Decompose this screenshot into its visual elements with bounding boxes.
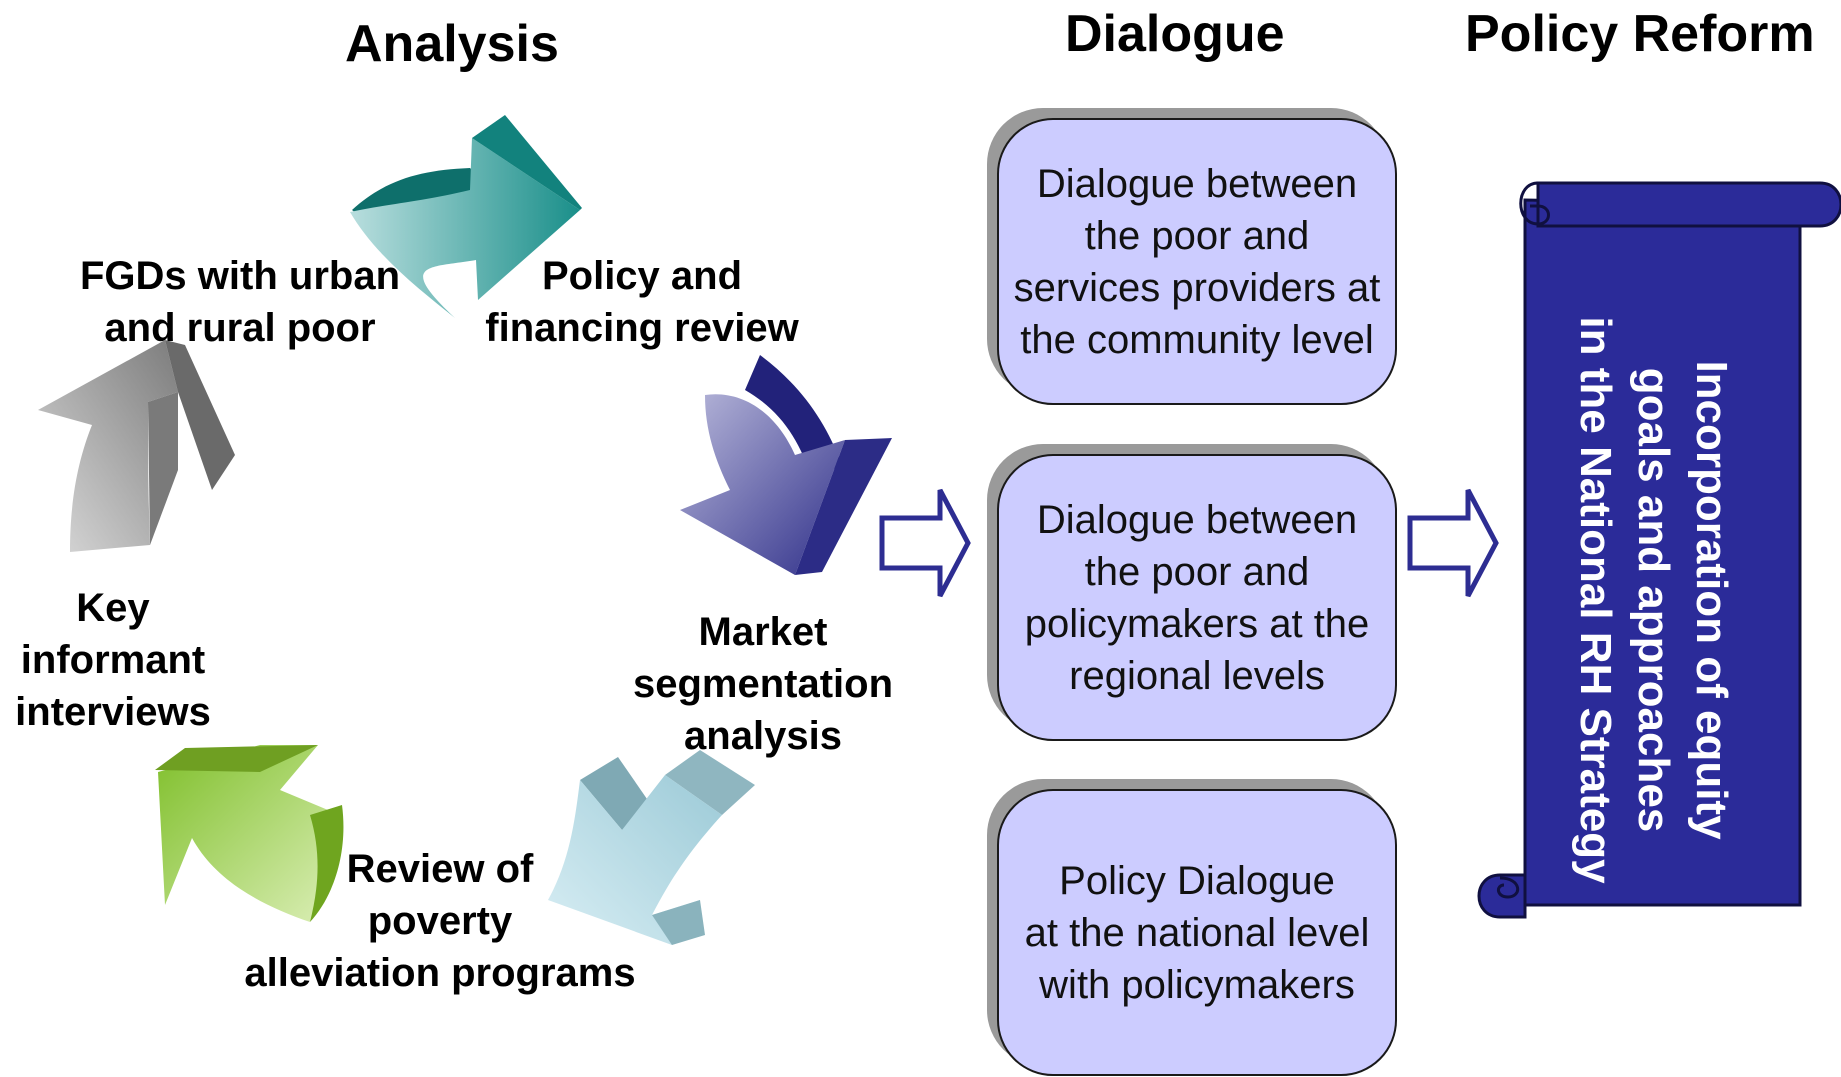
poverty-programs-label: Review of poverty alleviation programs	[244, 847, 636, 995]
market-segmentation-label: Market segmentation analysis	[632, 610, 894, 758]
fgds-label: FGDs with urban and rural poor	[80, 254, 400, 350]
policy-incorporation-text: Incorporation of equity goals and approa…	[1570, 316, 1736, 884]
gray-curved-arrow-icon	[38, 340, 235, 552]
hollow-right-arrow-icon	[879, 488, 971, 598]
green-curved-arrow-icon	[155, 745, 344, 922]
regional-dialogue-box: Dialogue between the poor and policymake…	[997, 454, 1397, 741]
scroll-banner	[1477, 181, 1841, 919]
national-dialogue-text: Policy Dialogue at the national level wi…	[1024, 858, 1370, 1007]
analysis-header: Analysis	[345, 15, 559, 73]
policy-reform-header: Policy Reform	[1465, 5, 1815, 63]
dialogue-header: Dialogue	[1065, 5, 1285, 63]
national-dialogue-box: Policy Dialogue at the national level wi…	[997, 789, 1397, 1076]
hollow-right-arrow-icon	[1407, 488, 1499, 598]
policy-review-label: Policy and financing review	[485, 254, 799, 350]
community-dialogue-box: Dialogue between the poor and services p…	[997, 118, 1397, 405]
regional-dialogue-text: Dialogue between the poor and policymake…	[1024, 497, 1370, 698]
community-dialogue-text: Dialogue between the poor and services p…	[1013, 161, 1381, 362]
navy-curved-arrow-icon	[680, 355, 892, 575]
teal-curved-arrow-icon	[350, 115, 582, 318]
key-informant-label: Key informant interviews	[15, 586, 211, 734]
scroll-text-container: Incorporation of equity goals and approa…	[1571, 300, 1736, 900]
light-blue-curved-arrow-icon	[548, 750, 755, 945]
